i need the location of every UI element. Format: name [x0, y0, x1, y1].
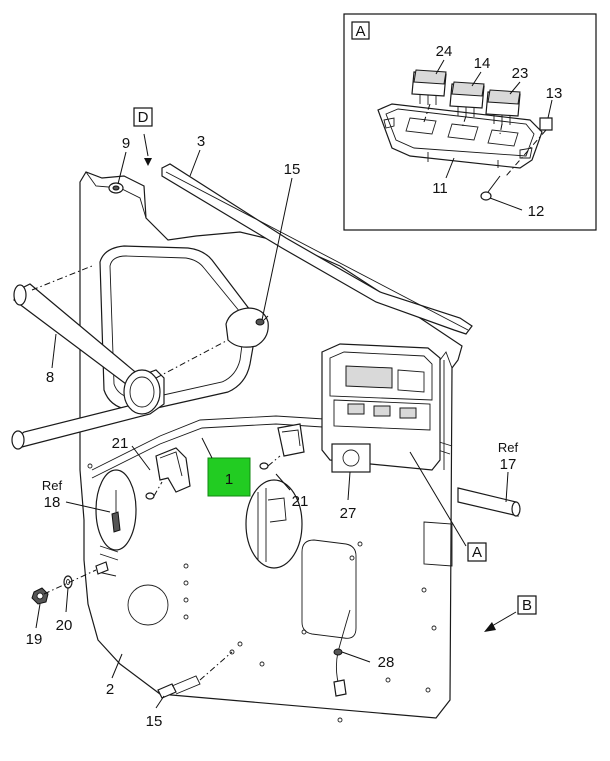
alignment-line	[505, 129, 547, 177]
detail-a-inset: A	[343, 13, 597, 231]
alignment-line	[423, 103, 431, 123]
callout-13: 13	[546, 85, 563, 102]
view-letter-d: D	[133, 107, 153, 166]
clip-13	[539, 117, 553, 131]
callout-8: 8	[46, 369, 54, 386]
grommet-9	[108, 182, 124, 194]
callout-14: 14	[474, 55, 491, 72]
view-letter-b-text: B	[522, 597, 532, 614]
alignment-line	[267, 455, 281, 467]
callout-15-bottom: 15	[146, 713, 163, 730]
callout-1-highlight[interactable]: 1	[201, 437, 251, 497]
highlight-box[interactable]	[207, 457, 251, 497]
detail-a-letter: A	[355, 23, 365, 40]
alignment-line	[153, 481, 163, 497]
callout-12: 12	[528, 203, 545, 220]
rod-17	[457, 487, 521, 517]
pull-handle-8	[11, 283, 165, 450]
view-letter-a: A	[409, 451, 487, 562]
view-letter-b: B	[484, 595, 537, 632]
rocker-switch-14	[449, 81, 485, 117]
handle-escutcheon	[225, 307, 269, 348]
weatherstrip-3	[161, 163, 473, 335]
callout-23: 23	[512, 65, 529, 82]
switch-bezel-11	[377, 103, 543, 169]
plate-27	[331, 443, 371, 473]
callout-19: 19	[26, 631, 43, 648]
detail-a-letter-box	[351, 21, 370, 40]
nut-19	[31, 587, 49, 605]
bolt-15-bottom	[157, 675, 201, 699]
callout-27: 27	[340, 505, 357, 522]
alignment-line	[43, 569, 97, 595]
callout-9: 9	[122, 135, 130, 152]
callout-17: 17	[500, 456, 517, 473]
alignment-line	[461, 115, 467, 129]
callout-21-right: 21	[292, 493, 309, 510]
callout-21-left: 21	[112, 435, 129, 452]
detail-circle-cable	[95, 469, 137, 551]
alignment-line	[263, 315, 269, 321]
alignment-line	[499, 123, 503, 135]
ref-17-label: Ref	[498, 440, 519, 455]
view-letter-d-text: D	[138, 109, 149, 126]
door-trim-panel-2	[79, 171, 463, 723]
screw-12	[480, 175, 501, 201]
callout-18: 18	[44, 494, 61, 511]
callout-20: 20	[56, 617, 73, 634]
callout-1: 1	[225, 471, 233, 488]
rocker-switch-23	[485, 89, 521, 125]
rocker-switch-24	[411, 69, 447, 105]
detail-circle-lower	[245, 479, 303, 569]
bracket-21-left	[145, 447, 191, 500]
ref-18-label: Ref	[42, 478, 63, 493]
callout-11: 11	[432, 180, 448, 197]
view-letter-a-text: A	[472, 544, 482, 561]
callout-24: 24	[436, 43, 453, 60]
callout-15-top: 15	[284, 161, 301, 178]
bracket-21-right	[259, 423, 305, 470]
stud	[95, 561, 109, 575]
callout-3: 3	[197, 133, 205, 150]
callout-2: 2	[106, 681, 114, 698]
callout-28: 28	[378, 654, 395, 671]
alignment-line	[31, 265, 93, 291]
cable-28	[333, 609, 351, 697]
alignment-line	[155, 339, 229, 379]
